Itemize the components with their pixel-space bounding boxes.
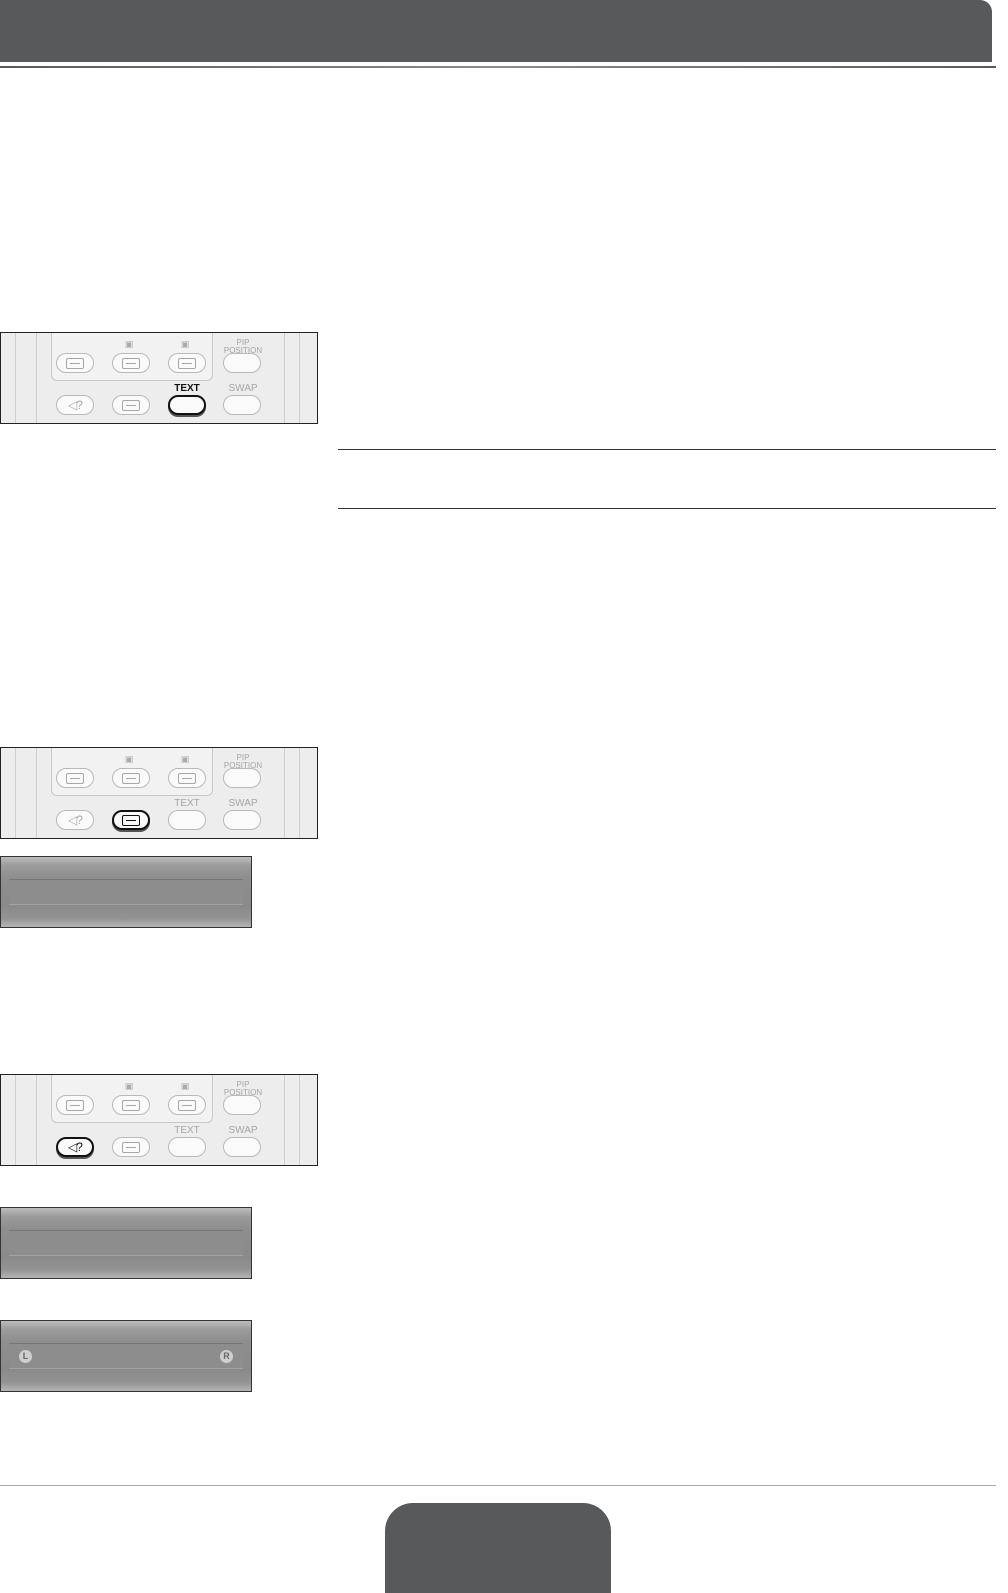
subtitle-button[interactable]: [112, 395, 150, 415]
sound-mode-icon: ◁?: [68, 398, 83, 412]
header-rule: [0, 66, 996, 68]
sound-mode-icon: ◁?: [68, 1140, 83, 1154]
teletext-page-button[interactable]: [56, 353, 94, 373]
teletext-hold-icon: [122, 1099, 140, 1111]
text-button[interactable]: [168, 810, 206, 830]
teletext-hold-button[interactable]: [112, 353, 150, 373]
text-button[interactable]: [168, 395, 206, 415]
page-number-tab: [385, 1503, 611, 1593]
teletext-page-icon: [66, 1099, 84, 1111]
subtitle-osd-bar: [0, 856, 252, 928]
footer-rule: [0, 1485, 996, 1486]
sound-mode-button[interactable]: ◁?: [56, 395, 94, 415]
swap-button[interactable]: [223, 1137, 261, 1157]
stereo-osd-bar: L R: [0, 1320, 252, 1392]
teletext-hold-icon: [122, 772, 140, 784]
teletext-icon: ▣: [180, 1081, 190, 1091]
text-label: TEXT: [174, 383, 200, 394]
text-label: TEXT: [174, 1125, 200, 1136]
sound-mode-button[interactable]: ◁?: [56, 1137, 94, 1157]
teletext-page-button[interactable]: [56, 1095, 94, 1115]
pip-position-button[interactable]: [223, 768, 261, 788]
teletext-reveal-icon: [178, 772, 196, 784]
swap-label: SWAP: [228, 383, 258, 394]
teletext-reveal-button[interactable]: [168, 1095, 206, 1115]
subtitle-button[interactable]: [112, 810, 150, 830]
subtitle-icon: [122, 399, 140, 411]
teletext-page-icon: [66, 772, 84, 784]
swap-label: SWAP: [228, 798, 258, 809]
subtitle-icon: [122, 1141, 140, 1153]
left-channel-label: L: [19, 1350, 32, 1363]
teletext-hold-button[interactable]: [112, 1095, 150, 1115]
section-rule-bottom: [338, 508, 996, 509]
teletext-reveal-icon: [178, 357, 196, 369]
text-label: TEXT: [174, 798, 200, 809]
teletext-reveal-icon: [178, 1099, 196, 1111]
swap-label: SWAP: [228, 1125, 258, 1136]
teletext-hold-icon: [122, 357, 140, 369]
pip-position-button[interactable]: [223, 353, 261, 373]
section-rule-top: [338, 449, 996, 450]
teletext-page-button[interactable]: [56, 768, 94, 788]
teletext-icon: ▣: [124, 339, 134, 349]
sound-mode-icon: ◁?: [68, 813, 83, 827]
sound-mode-button[interactable]: ◁?: [56, 810, 94, 830]
teletext-hold-button[interactable]: [112, 768, 150, 788]
header-bar: [0, 0, 992, 62]
right-channel-label: R: [220, 1350, 233, 1363]
swap-button[interactable]: [223, 395, 261, 415]
sound-osd-bar: [0, 1207, 252, 1279]
teletext-reveal-button[interactable]: [168, 768, 206, 788]
subtitle-button[interactable]: [112, 1137, 150, 1157]
text-button[interactable]: [168, 1137, 206, 1157]
pip-position-button[interactable]: [223, 1095, 261, 1115]
teletext-page-icon: [66, 357, 84, 369]
teletext-icon: ▣: [124, 1081, 134, 1091]
teletext-reveal-button[interactable]: [168, 353, 206, 373]
teletext-icon: ▣: [180, 339, 190, 349]
swap-button[interactable]: [223, 810, 261, 830]
teletext-icon: ▣: [124, 754, 134, 764]
teletext-icon: ▣: [180, 754, 190, 764]
subtitle-icon: [122, 814, 140, 826]
